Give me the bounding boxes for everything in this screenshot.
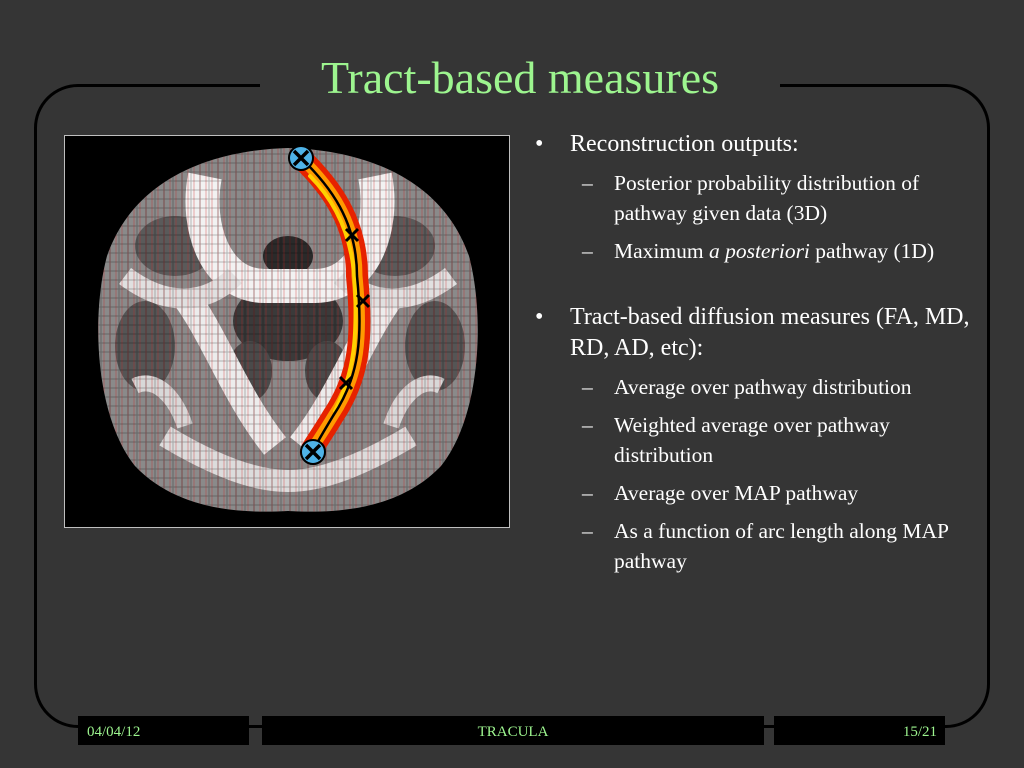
sub-bullet-text: Maximum xyxy=(614,239,709,263)
footer-date: 04/04/12 xyxy=(78,716,249,745)
dash-marker: – xyxy=(582,519,593,543)
dash-marker: – xyxy=(582,375,593,399)
footer-title: TRACULA xyxy=(262,716,764,745)
footer-page-number: 15/21 xyxy=(774,716,945,745)
pathway-curve xyxy=(300,157,361,453)
bullet-text: Tract-based diffusion measures (FA, MD, … xyxy=(570,304,970,361)
title-wrap: Tract-based measures xyxy=(260,48,780,108)
dash-marker: – xyxy=(582,413,593,437)
dash-marker: – xyxy=(582,171,593,195)
control-point-x-icon xyxy=(355,293,371,309)
sub-bullet-item: – Average over pathway distribution xyxy=(530,372,980,402)
bullet-content: • Reconstruction outputs: – Posterior pr… xyxy=(530,125,980,576)
dash-marker: – xyxy=(582,481,593,505)
sub-bullet-item: – Average over MAP pathway xyxy=(530,478,980,508)
endpoint-circle-icon xyxy=(288,145,314,171)
control-point-x-icon xyxy=(338,375,354,391)
sub-bullet-item: – As a function of arc length along MAP … xyxy=(530,516,980,576)
sub-bullet-text: pathway (1D) xyxy=(809,239,935,263)
sub-bullet-item: – Maximum a posteriori pathway (1D) xyxy=(530,236,980,266)
dash-marker: – xyxy=(582,239,593,263)
endpoint-circle-icon xyxy=(300,439,326,465)
bullet-item: • Reconstruction outputs: xyxy=(530,129,980,160)
sub-bullet-text: Weighted average over pathway distributi… xyxy=(614,413,890,467)
control-point-x-icon xyxy=(344,227,360,243)
bullet-marker: • xyxy=(535,131,544,157)
sub-bullet-text: Average over MAP pathway xyxy=(614,481,859,505)
sub-bullet-text: As a function of arc length along MAP pa… xyxy=(614,519,949,573)
sub-bullet-text: Posterior probability distribution of pa… xyxy=(614,171,920,225)
bullet-marker: • xyxy=(535,304,544,330)
sub-bullet-item: – Weighted average over pathway distribu… xyxy=(530,410,980,470)
slide-title: Tract-based measures xyxy=(320,52,720,103)
sub-bullet-text: Average over pathway distribution xyxy=(614,375,912,399)
bullet-text: Reconstruction outputs: xyxy=(570,131,799,157)
brain-mri-figure xyxy=(64,135,510,528)
bullet-item: • Tract-based diffusion measures (FA, MD… xyxy=(530,302,980,364)
brain-mri-image xyxy=(65,136,509,527)
sub-bullet-item: – Posterior probability distribution of … xyxy=(530,168,980,228)
sub-bullet-italic: a posteriori xyxy=(708,239,810,263)
